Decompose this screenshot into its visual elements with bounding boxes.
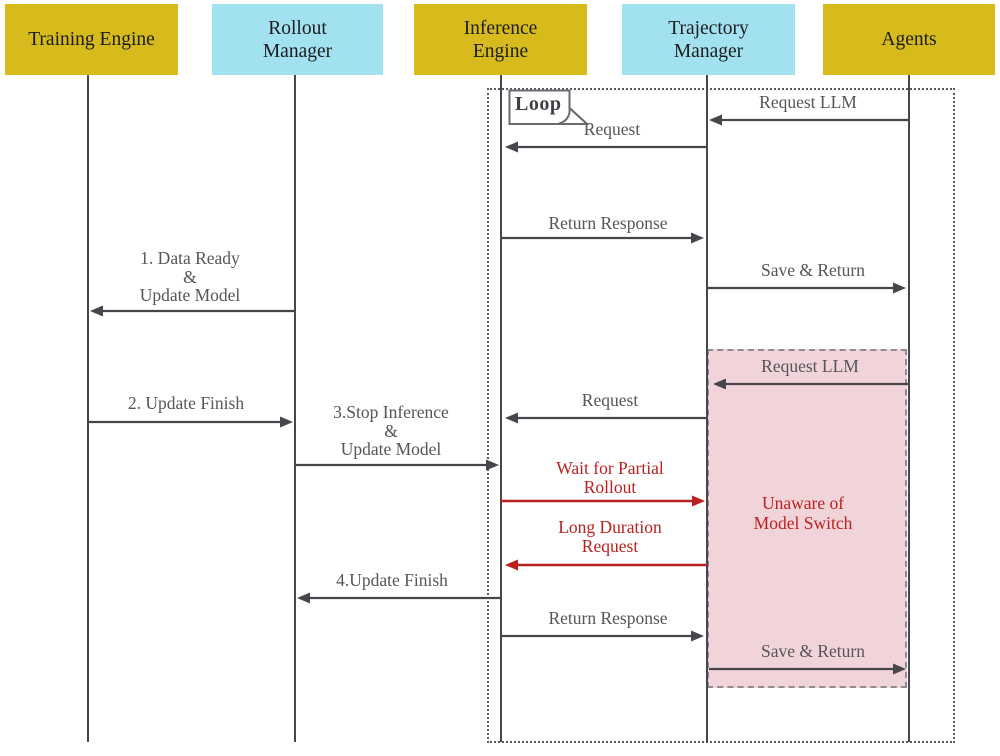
actor-label-line: Agents bbox=[881, 29, 937, 50]
message-label-line: Return Response bbox=[548, 213, 668, 233]
actor-label-line: Manager bbox=[262, 40, 333, 62]
save-return-2-label: Save & Return bbox=[761, 642, 865, 661]
actor-label-line: Manager bbox=[673, 40, 744, 62]
message-label-line: 2. Update Finish bbox=[127, 393, 245, 413]
save-return-1-label: Save & Return bbox=[761, 261, 865, 280]
lifeline-trajectory-manager bbox=[706, 74, 708, 742]
loop-note: Loop bbox=[508, 89, 590, 129]
message-label-line: Save & Return bbox=[760, 641, 866, 661]
request-llm-1-label: Request LLM bbox=[759, 93, 857, 112]
update-finish-2-arrow-head bbox=[280, 416, 293, 428]
message-label-line: Request LLM bbox=[761, 356, 859, 376]
actor-label-line: Inference bbox=[463, 17, 538, 39]
unaware-label-line: Unaware of bbox=[761, 493, 845, 513]
request-2-label: Request bbox=[582, 391, 638, 410]
actor-label-line: Training Engine bbox=[28, 29, 155, 50]
request-1-label: Request bbox=[584, 120, 640, 139]
message-label-line: Request bbox=[583, 119, 641, 139]
unaware-label-line: Model Switch bbox=[753, 513, 853, 533]
message-label-line: Save & Return bbox=[760, 260, 866, 280]
message-label-line: Rollout bbox=[583, 476, 637, 497]
message-label-line: Long Duration bbox=[558, 517, 662, 537]
update-finish-4-label: 4.Update Finish bbox=[336, 571, 448, 590]
lifeline-rollout-manager bbox=[294, 74, 296, 742]
lifeline-inference-engine bbox=[500, 74, 502, 742]
message-label-line: Return Response bbox=[548, 608, 668, 628]
message-label-line: & bbox=[183, 266, 197, 287]
note-fold-icon bbox=[508, 89, 590, 125]
lifeline-agents bbox=[908, 74, 910, 742]
stop-inference-update-model-label: 3.Stop Inference&Update Model bbox=[333, 403, 449, 459]
message-label-line: Request bbox=[581, 535, 639, 556]
message-label-line: Update Model bbox=[340, 439, 442, 459]
loop-frame bbox=[487, 88, 955, 743]
actor-label-line: Rollout bbox=[268, 17, 327, 39]
return-response-2-label: Return Response bbox=[548, 609, 667, 628]
message-label-line: 1. Data Ready bbox=[140, 248, 240, 268]
message-label-line: 4.Update Finish bbox=[336, 570, 448, 590]
actor-label-line: Trajectory bbox=[668, 17, 749, 39]
data-ready-update-model-arrow-head bbox=[90, 305, 103, 317]
lifeline-training-engine bbox=[87, 74, 89, 742]
actor-agents: Agents bbox=[823, 4, 995, 75]
loop-label: Loop bbox=[515, 93, 562, 115]
message-label-line: Request LLM bbox=[759, 92, 857, 112]
actor-label-line: Engine bbox=[472, 40, 529, 62]
message-label-line: 3.Stop Inference bbox=[333, 402, 449, 422]
request-llm-2-label: Request LLM bbox=[761, 357, 859, 376]
message-label-line: Wait for Partial bbox=[556, 458, 664, 478]
unaware-region bbox=[707, 349, 907, 688]
message-label-line: & bbox=[384, 420, 398, 441]
data-ready-update-model-label: 1. Data Ready&Update Model bbox=[140, 249, 241, 305]
actor-training-engine: Training Engine bbox=[5, 4, 178, 75]
message-label-line: Update Model bbox=[139, 285, 241, 305]
return-response-1-label: Return Response bbox=[548, 214, 667, 233]
message-label-line: Request bbox=[581, 390, 639, 410]
update-finish-2-label: 2. Update Finish bbox=[128, 394, 244, 413]
update-finish-4-arrow-head bbox=[297, 592, 310, 604]
